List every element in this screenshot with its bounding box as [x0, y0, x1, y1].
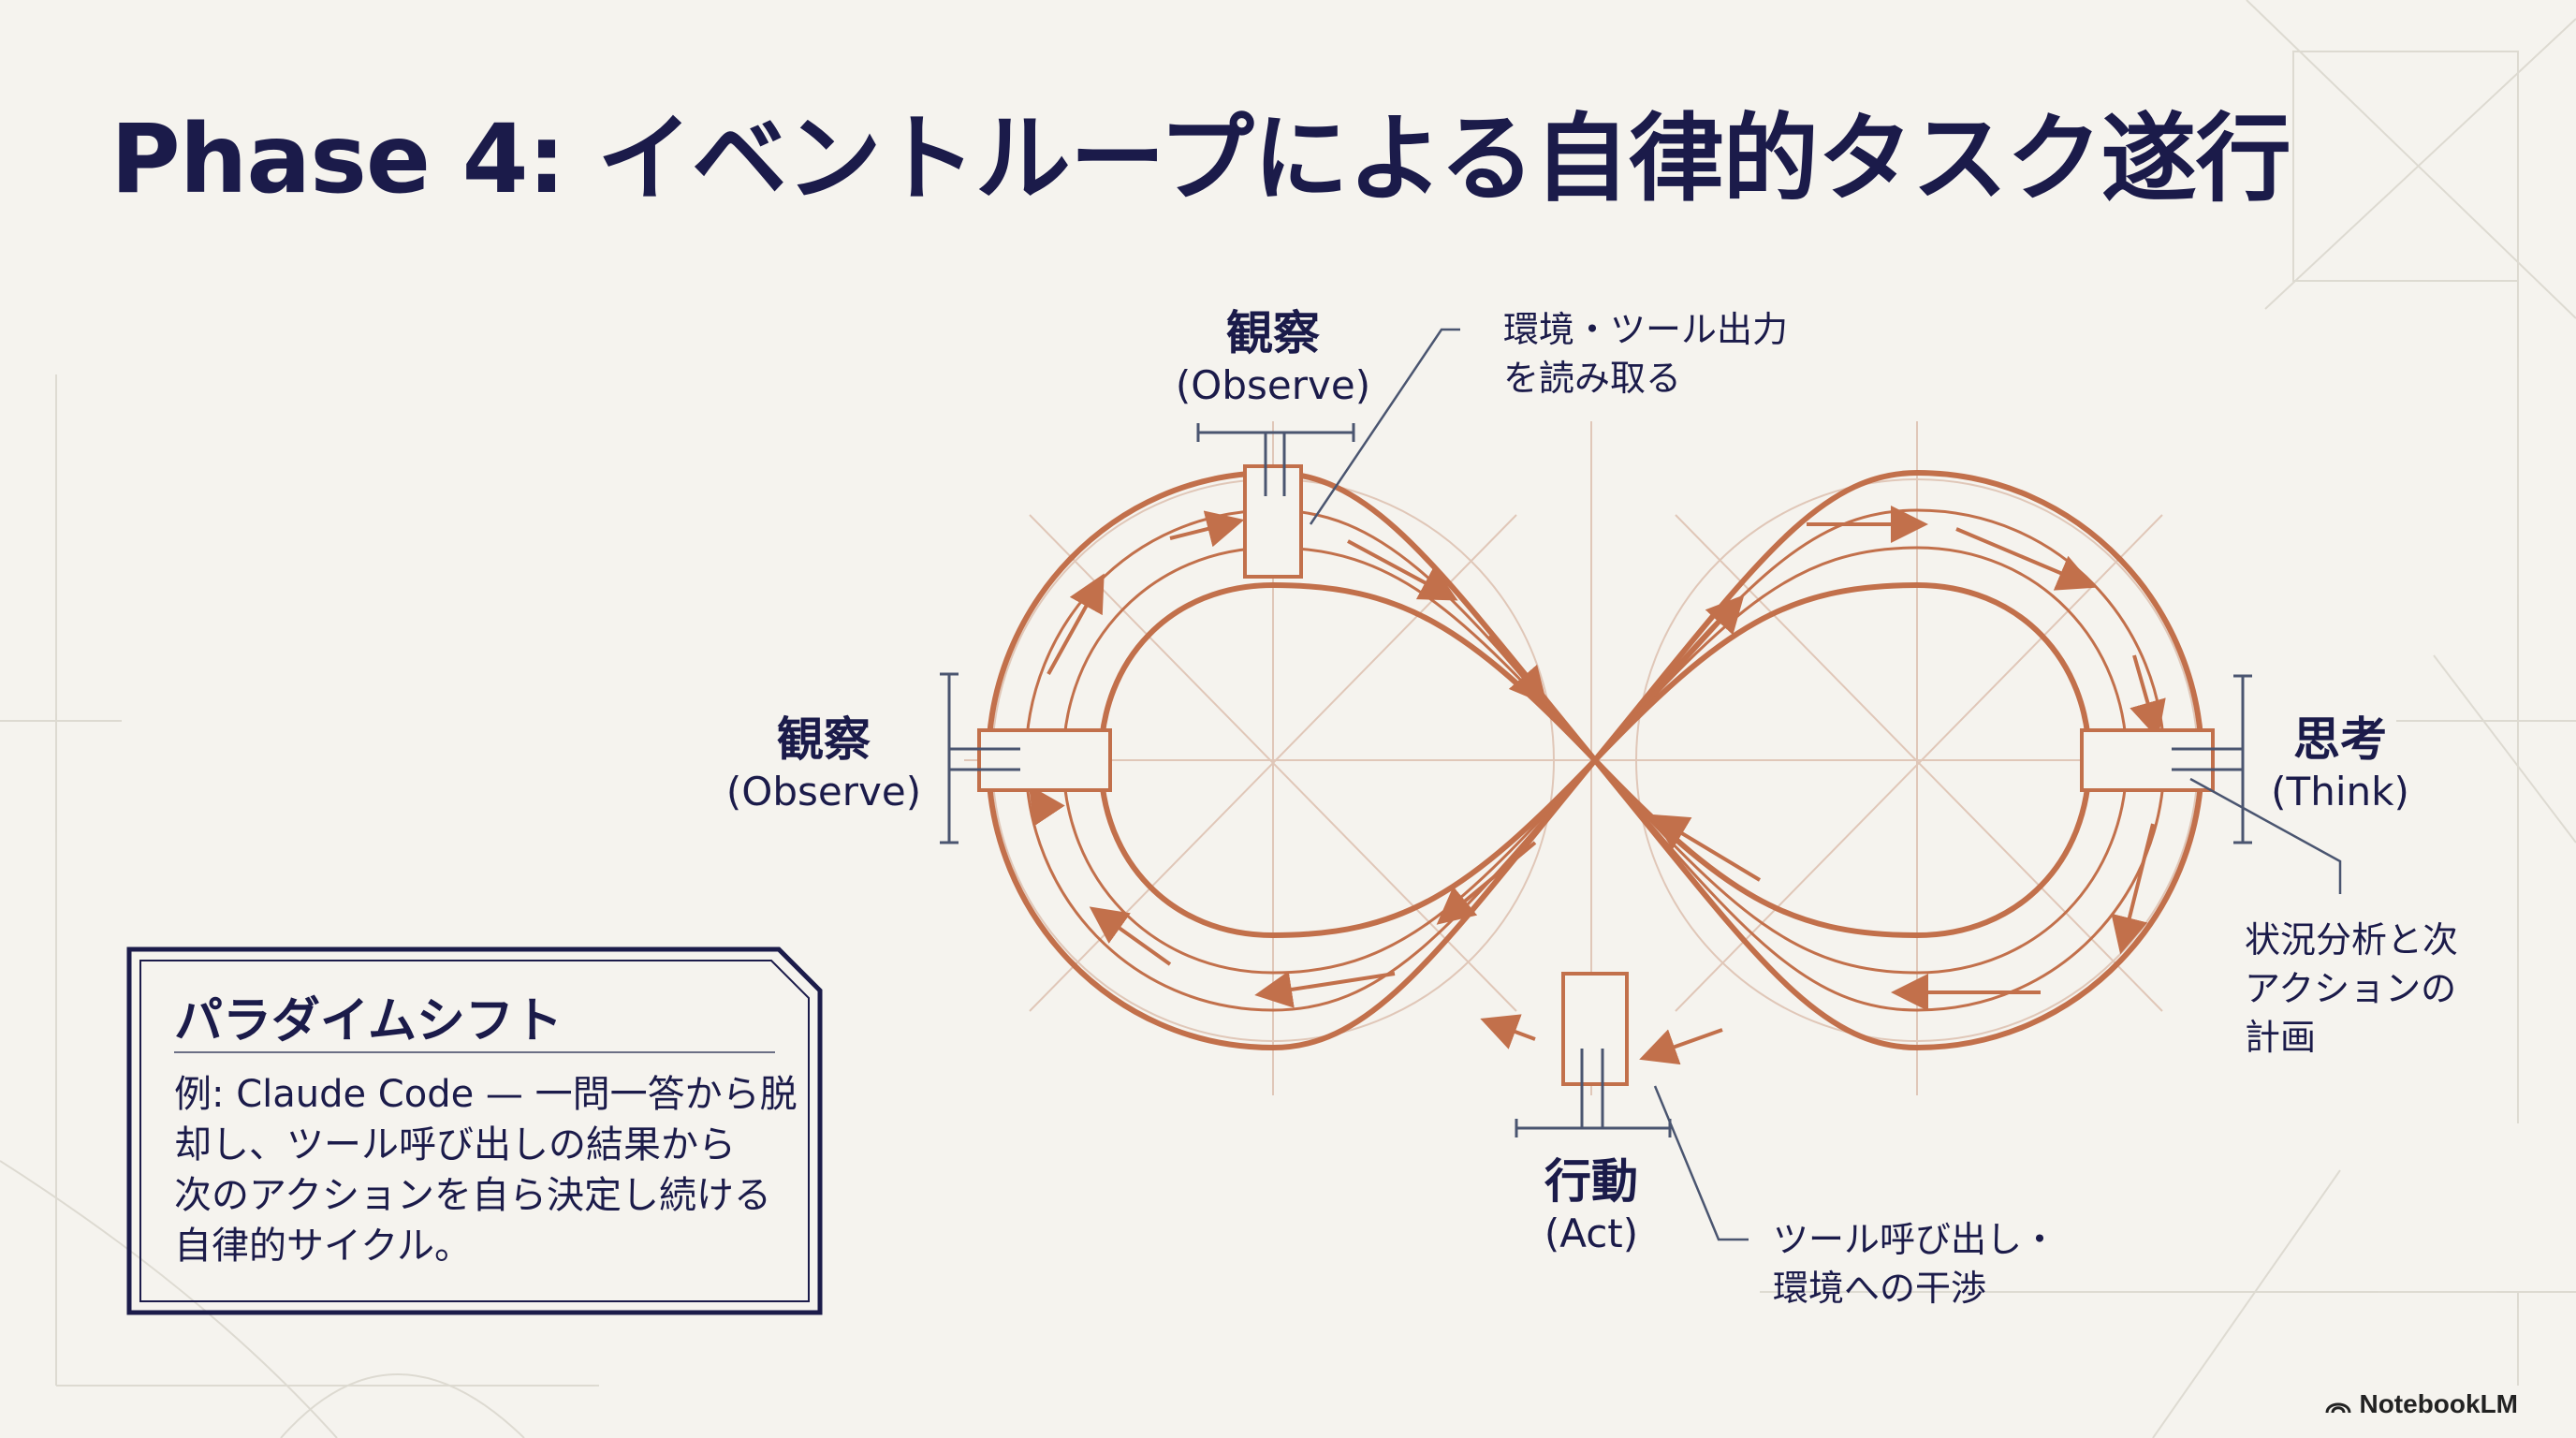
annotation-act-line-1: ツール呼び出し・ — [1773, 1219, 2058, 1260]
card-heading: パラダイムシフト — [174, 993, 563, 1049]
notebooklm-logo-icon — [2325, 1402, 2351, 1414]
node-think: 思考 (Think) — [2247, 712, 2434, 816]
node-observe-top-jp: 観察 — [1226, 306, 1320, 360]
paradigm-shift-card: パラダイムシフト 例: Claude Code — 一問一答から脱 却し、ツール… — [124, 944, 826, 1318]
annotation-think-line-1: 状況分析と次 — [2245, 919, 2459, 961]
card-body-line-2: 却し、ツール呼び出しの結果から — [174, 1123, 736, 1167]
node-observe-left-en: (Observe) — [725, 769, 922, 814]
page-title: Phase 4: イベントループによる自律的タスク遂行 — [110, 104, 2291, 215]
annotation-observe: 環境・ツール出力 を読み取る — [1503, 305, 1788, 403]
node-observe-top-en: (Observe) — [1175, 362, 1371, 408]
flow-arrows — [1028, 506, 2166, 1065]
card-body-line-3: 次のアクションを自ら決定し続ける — [174, 1174, 771, 1217]
node-act: 行動 (Act) — [1498, 1153, 1685, 1258]
annotation-think: 状況分析と次 アクションの 計画 — [2245, 916, 2458, 1062]
node-observe-top: 観察 (Observe) — [1161, 305, 1385, 410]
node-think-en: (Think) — [2271, 769, 2409, 814]
node-think-jp: 思考 — [2293, 712, 2387, 767]
card-body: 例: Claude Code — 一問一答から脱 却し、ツール呼び出しの結果から… — [174, 1069, 798, 1271]
annotation-act-line-2: 環境への干渉 — [1773, 1268, 1987, 1309]
annotation-think-line-3: 計画 — [2245, 1017, 2317, 1058]
leader-lines — [1309, 328, 2342, 1241]
loop-band — [985, 469, 2205, 1051]
brand-name: NotebookLM — [2359, 1389, 2518, 1418]
annotation-think-line-2: アクションの — [2245, 968, 2457, 1009]
card-body-line-1: 例: Claude Code — 一問一答から脱 — [174, 1073, 798, 1116]
annotation-observe-line-1: 環境・ツール出力 — [1503, 309, 1789, 350]
card-body-line-4: 自律的サイクル。 — [174, 1225, 472, 1268]
node-observe-left: 観察 (Observe) — [711, 712, 936, 816]
annotation-observe-line-2: を読み取る — [1503, 358, 1682, 399]
notebooklm-brand: NotebookLM — [2325, 1389, 2518, 1419]
annotation-act: ツール呼び出し・ 環境への干渉 — [1773, 1215, 2057, 1313]
card-frame — [126, 946, 823, 1315]
node-observe-left-jp: 観察 — [777, 712, 871, 767]
node-act-jp: 行動 — [1544, 1154, 1638, 1209]
node-act-en: (Act) — [1544, 1211, 1639, 1256]
